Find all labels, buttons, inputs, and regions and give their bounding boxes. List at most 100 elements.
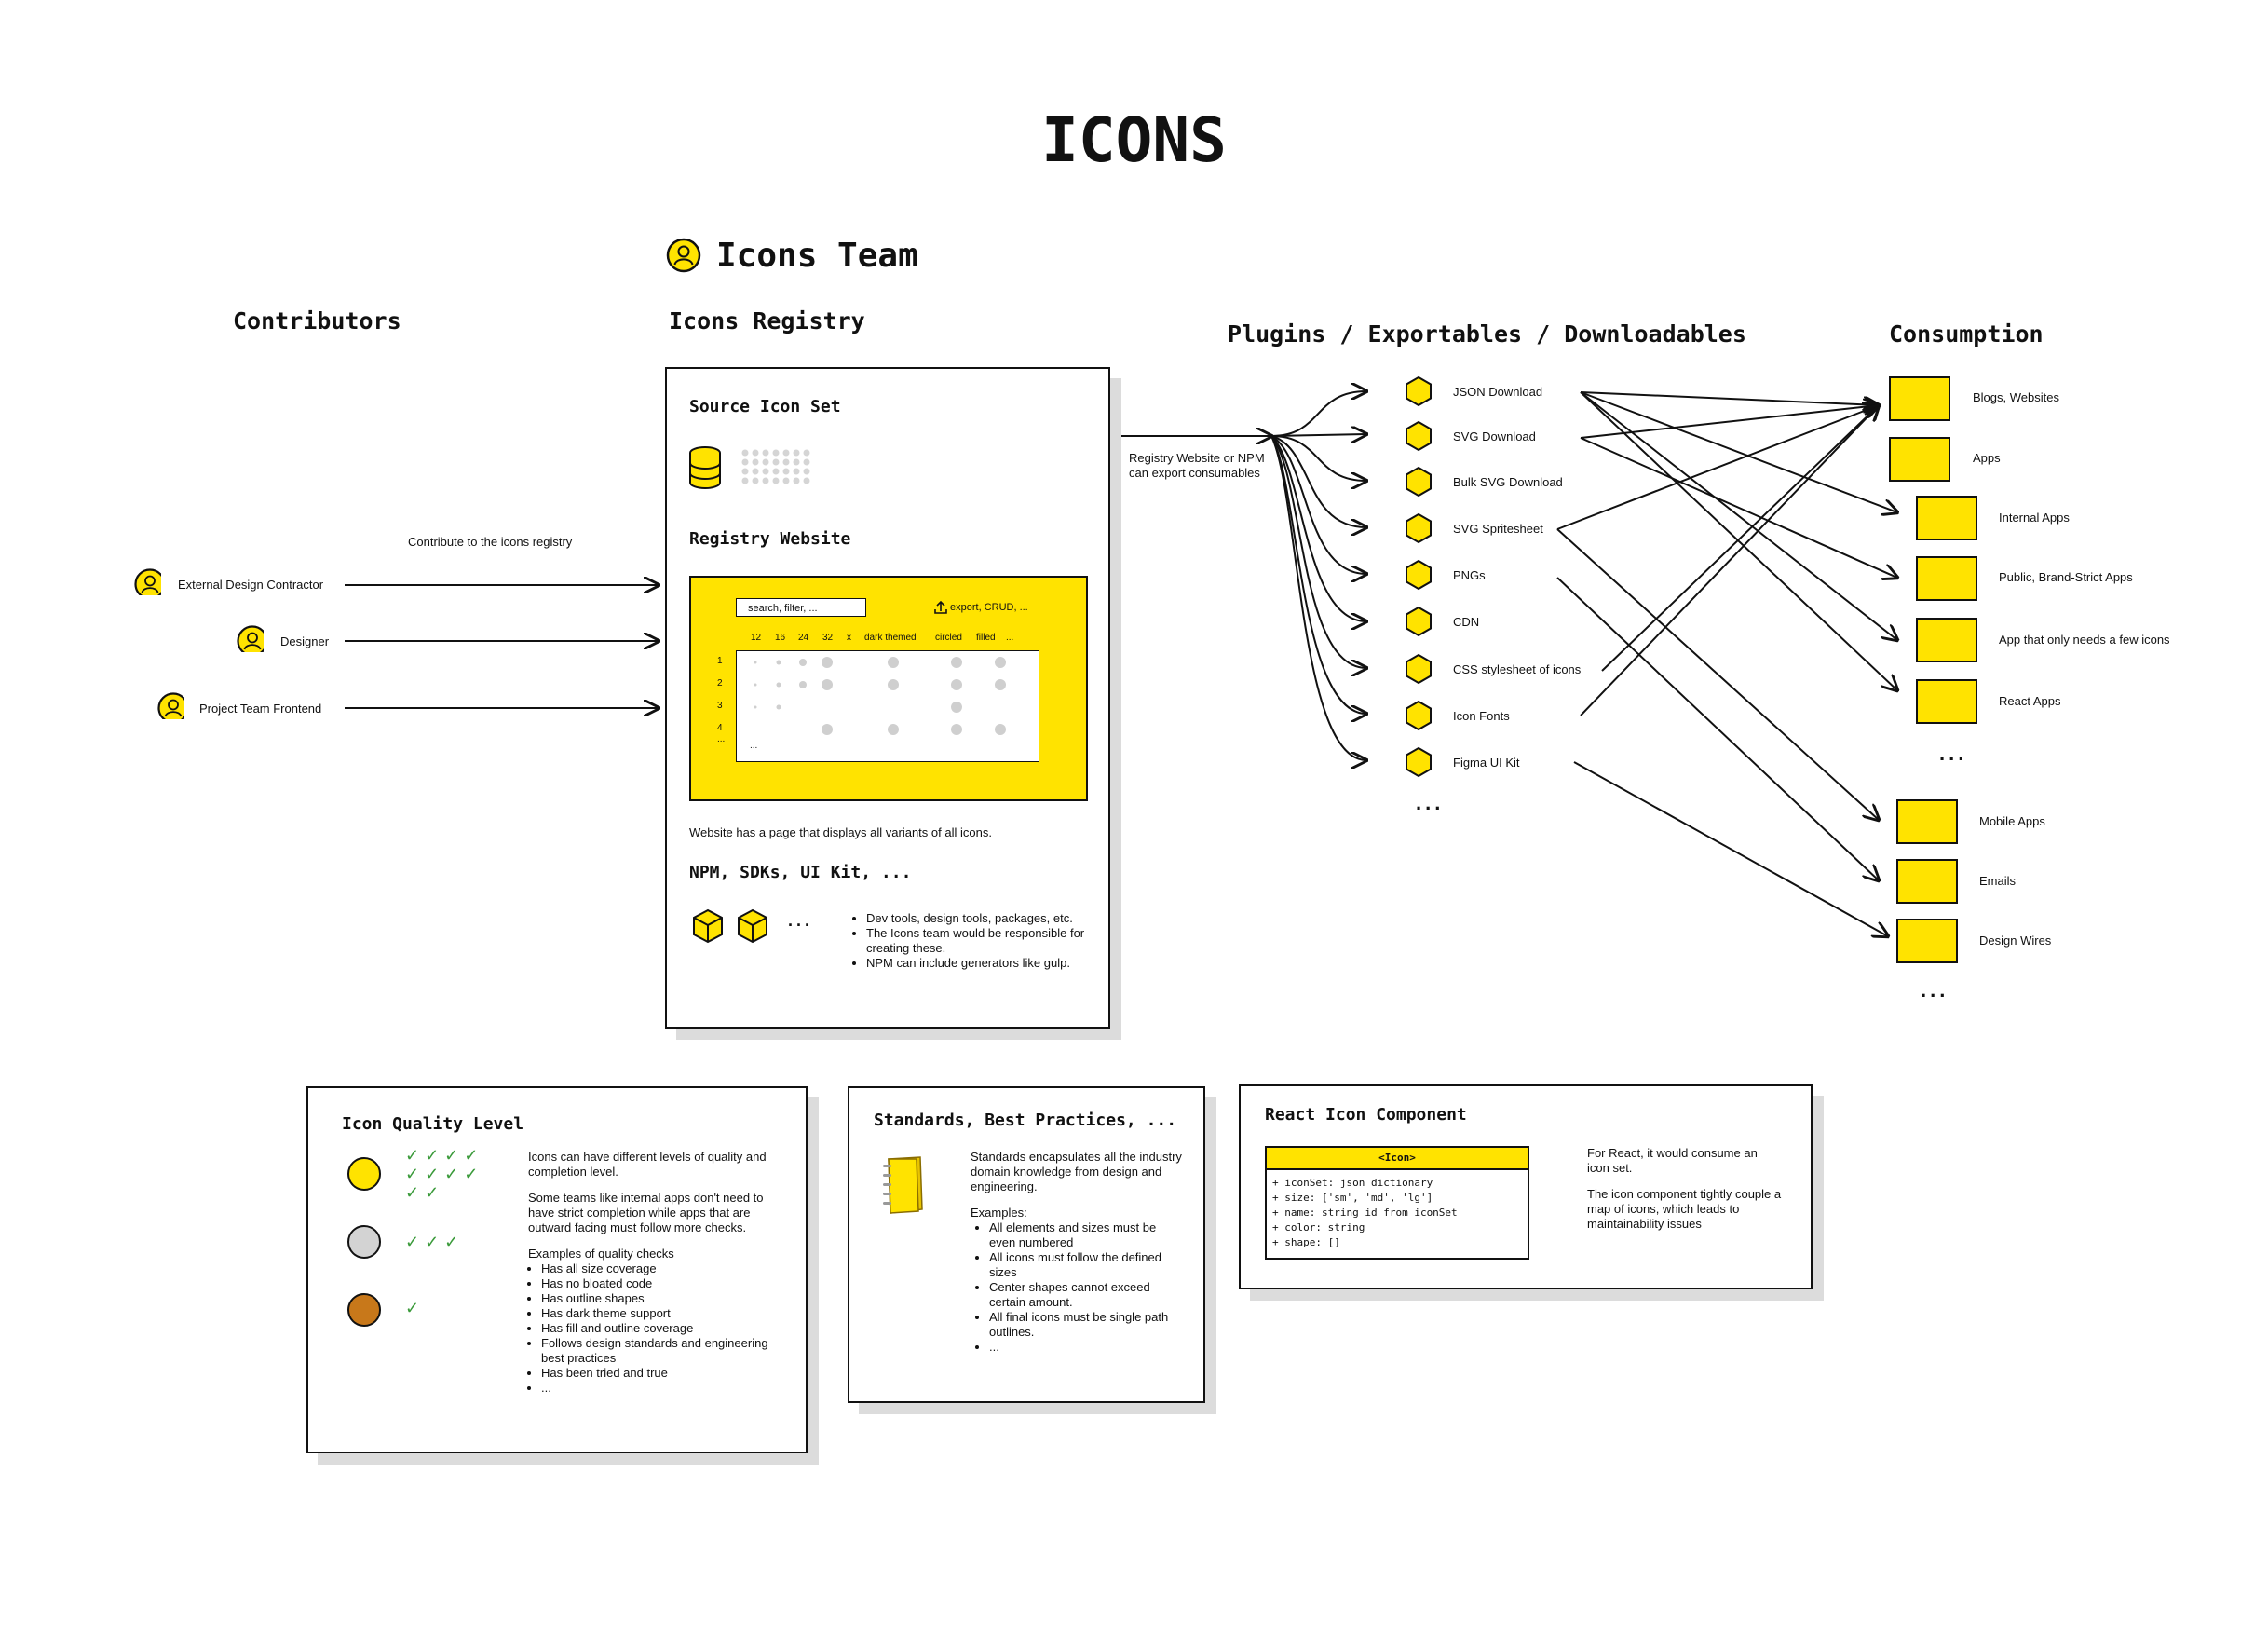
- standards-title: Standards, Best Practices, ...: [874, 1111, 1177, 1130]
- icon-grid-preview: [741, 449, 810, 484]
- quality-check-item: Has been tried and true: [541, 1366, 772, 1381]
- consumer-box: [1916, 618, 1977, 662]
- consumer-label: Design Wires: [1979, 934, 2052, 948]
- uml-class-name: <Icon>: [1267, 1148, 1528, 1170]
- hexagon-icon: [1406, 466, 1432, 498]
- standards-para: Standards encapsulates all the industry …: [971, 1150, 1182, 1193]
- consumption-more: ...: [1921, 978, 1949, 1002]
- standards-text: Standards encapsulates all the industry …: [971, 1150, 1185, 1355]
- npm-note: The Icons team would be responsible for …: [866, 926, 1101, 956]
- consumption-more: ...: [1939, 742, 1968, 765]
- source-title: Source Icon Set: [689, 397, 841, 416]
- react-card: React Icon Component <Icon> + iconSet: j…: [1239, 1084, 1813, 1289]
- quality-check-item: ...: [541, 1381, 772, 1396]
- person-icon: [134, 568, 161, 595]
- quality-check-item: Has outline shapes: [541, 1291, 772, 1306]
- page-title: ICONS: [1041, 104, 1227, 176]
- hexagon-icon: [1406, 606, 1432, 637]
- package-icon: [693, 908, 723, 944]
- quality-checks-gold: ✓✓✓✓ ✓✓✓✓ ✓✓: [405, 1146, 484, 1202]
- consumer-box: [1896, 859, 1958, 904]
- uml-class-box: <Icon> + iconSet: json dictionary + size:…: [1265, 1146, 1529, 1260]
- quality-para: Icons can have different levels of quali…: [528, 1150, 767, 1179]
- website-desc: Website has a page that displays all var…: [689, 825, 992, 839]
- plugins-more: ...: [1416, 791, 1445, 814]
- person-icon: [237, 625, 264, 652]
- hexagon-icon: [1406, 420, 1432, 452]
- quality-check-item: Has dark theme support: [541, 1306, 772, 1321]
- plugin-label: SVG Download: [1453, 429, 1536, 443]
- consumption-arrows: [1556, 391, 1897, 936]
- plugin-label: SVG Spritesheet: [1453, 522, 1543, 536]
- standards-item: All final icons must be single path outl…: [989, 1310, 1185, 1340]
- person-icon: [157, 692, 184, 719]
- col-header: circled: [935, 633, 962, 643]
- hexagon-icon: [1406, 746, 1432, 778]
- icon-variants-grid: [754, 657, 1006, 735]
- row-label: 2: [717, 678, 723, 688]
- team-person-icon: [666, 238, 701, 273]
- npm-title: NPM, SDKs, UI Kit, ...: [689, 863, 912, 882]
- quality-examples-label: Examples of quality checks: [528, 1247, 674, 1261]
- row-label: 4: [717, 723, 723, 733]
- table-more: ...: [750, 741, 758, 751]
- react-para: The icon component tightly couple a map …: [1587, 1187, 1782, 1231]
- hexagon-icon: [1406, 653, 1432, 685]
- npm-more: ...: [788, 911, 814, 930]
- standards-item: All icons must follow the defined sizes: [989, 1250, 1185, 1280]
- row-label: 3: [717, 701, 723, 711]
- consumer-box: [1916, 679, 1977, 724]
- col-header: filled: [976, 633, 996, 643]
- export-fan-arrows: [1112, 391, 1366, 760]
- website-title: Registry Website: [689, 529, 851, 549]
- uml-prop: + color: string: [1272, 1221, 1365, 1234]
- quality-checks-silver: ✓✓✓: [405, 1233, 465, 1251]
- registry-card: Source Icon Set Registry Website search,…: [665, 367, 1110, 1029]
- consumer-label: React Apps: [1999, 694, 2061, 708]
- consumer-label: Emails: [1979, 874, 2017, 888]
- standards-item: All elements and sizes must be even numb…: [989, 1220, 1185, 1250]
- col-header: dark themed: [864, 633, 917, 643]
- quality-check-item: Has all size coverage: [541, 1261, 772, 1276]
- consumer-label: Mobile Apps: [1979, 814, 2045, 828]
- react-title: React Icon Component: [1265, 1105, 1467, 1125]
- hexagon-icon: [1406, 700, 1432, 731]
- search-input[interactable]: search, filter, ...: [736, 598, 866, 617]
- consumer-box: [1889, 437, 1950, 482]
- plugin-label: Bulk SVG Download: [1453, 475, 1563, 489]
- quality-text: Icons can have different levels of quali…: [528, 1150, 772, 1396]
- col-header: 24: [798, 633, 809, 643]
- uml-prop: + size: ['sm', 'md', 'lg']: [1272, 1192, 1433, 1204]
- consumer-label: Public, Brand-Strict Apps: [1999, 570, 2133, 584]
- standards-item: ...: [989, 1340, 1185, 1355]
- quality-para: Some teams like internal apps don't need…: [528, 1191, 764, 1234]
- contribute-note: Contribute to the icons registry: [408, 535, 573, 549]
- row-label: 1: [717, 656, 723, 666]
- consumer-box: [1916, 556, 1977, 601]
- database-icon: [689, 446, 721, 489]
- section-registry: Icons Registry: [669, 307, 865, 334]
- uml-prop: + iconSet: json dictionary: [1272, 1177, 1433, 1189]
- plugin-label: JSON Download: [1453, 385, 1543, 399]
- quality-level-bronze: [347, 1293, 381, 1327]
- react-text: For React, it would consume an icon set.…: [1587, 1146, 1783, 1243]
- package-icon: [738, 908, 767, 944]
- hexagon-icon: [1406, 375, 1432, 407]
- book-icon: [883, 1156, 923, 1214]
- col-header: 12: [751, 633, 762, 643]
- contributor-label: External Design Contractor: [178, 578, 324, 592]
- quality-check-item: Has fill and outline coverage: [541, 1321, 772, 1336]
- uml-prop: + shape: []: [1272, 1236, 1340, 1248]
- export-button[interactable]: export, CRUD, ...: [950, 602, 1028, 613]
- contributor-arrows: [345, 585, 659, 708]
- plugin-label: CSS stylesheet of icons: [1453, 662, 1582, 676]
- quality-card: Icon Quality Level ✓✓✓✓ ✓✓✓✓ ✓✓ ✓✓✓ ✓ Ic…: [306, 1086, 808, 1453]
- plugin-label: PNGs: [1453, 568, 1486, 582]
- quality-check-item: Has no bloated code: [541, 1276, 772, 1291]
- quality-checks-bronze: ✓: [405, 1299, 426, 1317]
- col-header: 16: [775, 633, 786, 643]
- standards-card: Standards, Best Practices, ... Standards…: [848, 1086, 1205, 1403]
- export-note: Registry Website or NPM can export consu…: [1129, 451, 1265, 480]
- hexagon-icon: [1406, 559, 1432, 591]
